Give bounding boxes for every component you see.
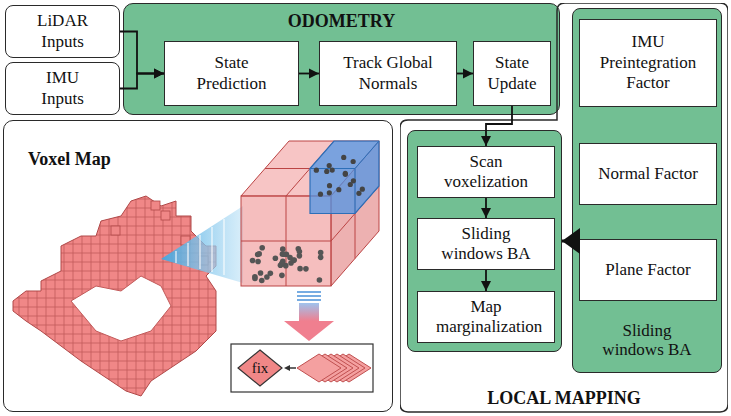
box-label: Sliding windows BA — [439, 224, 533, 265]
panel-title: Sliding windows BA — [600, 321, 694, 360]
box-label: Track Global Normals — [333, 53, 443, 94]
process-box: IMU Inputs — [5, 62, 120, 115]
box-label: State Update — [482, 53, 542, 94]
process-box: Scan voxelization — [417, 146, 555, 198]
group-panel: ODOMETRY State Prediction Track Global Nor… — [123, 3, 560, 115]
process-box: State Prediction — [164, 41, 299, 106]
group-panel: Sliding windows BA IMU Preintegration Fac… — [572, 8, 722, 373]
box-label: Normal Factor — [598, 164, 698, 184]
flow-arrow — [486, 106, 512, 146]
process-box: Map marginalization — [417, 291, 555, 343]
flow-arrow-bold — [562, 240, 574, 243]
box-label: Map marginalization — [436, 297, 536, 338]
box-label: State Prediction — [182, 53, 282, 94]
flow-arrow — [457, 73, 473, 75]
box-label: LiDAR Inputs — [27, 11, 99, 52]
fixed-voxel-diamond: fix — [237, 349, 283, 387]
panel-title: Voxel Map — [28, 149, 111, 170]
box-label: Scan voxelization — [436, 152, 536, 193]
flow-arrow — [485, 270, 487, 291]
process-box: LiDAR Inputs — [5, 5, 120, 58]
process-box: Normal Factor — [579, 143, 717, 205]
process-box: State Update — [473, 41, 551, 106]
process-box: Sliding windows BA — [417, 218, 555, 270]
process-box: Scan voxelizationSliding windows BA Map m… — [407, 130, 562, 352]
process-box: IMU Preintegration Factor — [579, 19, 717, 107]
process-box: Plane Factor — [579, 239, 717, 301]
flow-arrow — [485, 198, 487, 218]
panel-title: LOCAL MAPPING — [400, 388, 728, 409]
box-label: Plane Factor — [605, 260, 690, 280]
process-box: Track Global Normals — [319, 41, 457, 106]
panel-title: ODOMETRY — [124, 11, 559, 32]
group-panel: Voxel Map fix — [3, 120, 393, 412]
box-label: IMU Preintegration Factor — [593, 32, 703, 93]
box-label: IMU Inputs — [27, 68, 99, 109]
flow-arrow — [120, 32, 164, 74]
flow-arrow — [299, 73, 319, 75]
box-label: fix — [252, 359, 269, 377]
flow-arrow — [120, 74, 164, 89]
group-panel: LOCAL MAPPINGScan voxelizationSliding wi… — [400, 3, 728, 413]
